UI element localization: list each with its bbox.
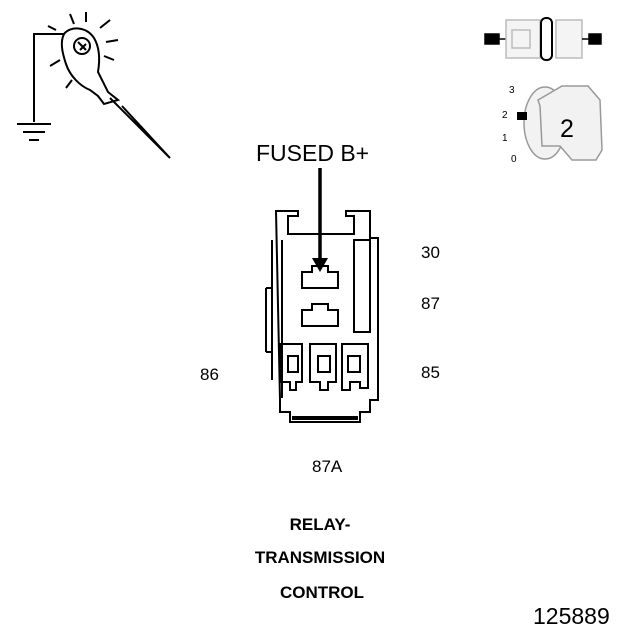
terminal-87a-cavity — [309, 343, 337, 391]
terminal-86-cavity — [279, 343, 303, 391]
pin-label-85: 85 — [421, 363, 440, 382]
ignition-position-1: 1 — [502, 133, 508, 144]
terminal-30-cavity — [301, 265, 339, 289]
caption-line-2: TRANSMISSION — [255, 548, 385, 567]
relay-connector — [265, 210, 379, 423]
caption-line-3: CONTROL — [280, 583, 364, 602]
ignition-position-3: 3 — [509, 85, 515, 96]
figure-number: 125889 — [533, 603, 610, 629]
caption-line-1: RELAY- — [290, 515, 351, 534]
terminal-85-cavity — [341, 343, 369, 391]
ignition-position-2: 2 — [502, 110, 508, 121]
test-light-icon — [17, 12, 171, 159]
ignition-key-position: 2 — [560, 115, 574, 143]
terminal-87-cavity — [301, 303, 339, 327]
ignition-position-0: 0 — [511, 154, 517, 165]
pin-label-30: 30 — [421, 243, 440, 262]
ignition-pointer — [517, 112, 527, 120]
fused-b-plus-arrow — [312, 168, 328, 272]
pin-label-86: 86 — [200, 365, 219, 384]
ignition-switch-icon: 3 2 1 0 2 — [502, 85, 603, 165]
pin-label-87a: 87A — [312, 457, 343, 476]
disconnected-connector-icon — [484, 17, 602, 61]
pin-label-87: 87 — [421, 294, 440, 313]
fused-b-plus-label: FUSED B+ — [256, 140, 369, 166]
